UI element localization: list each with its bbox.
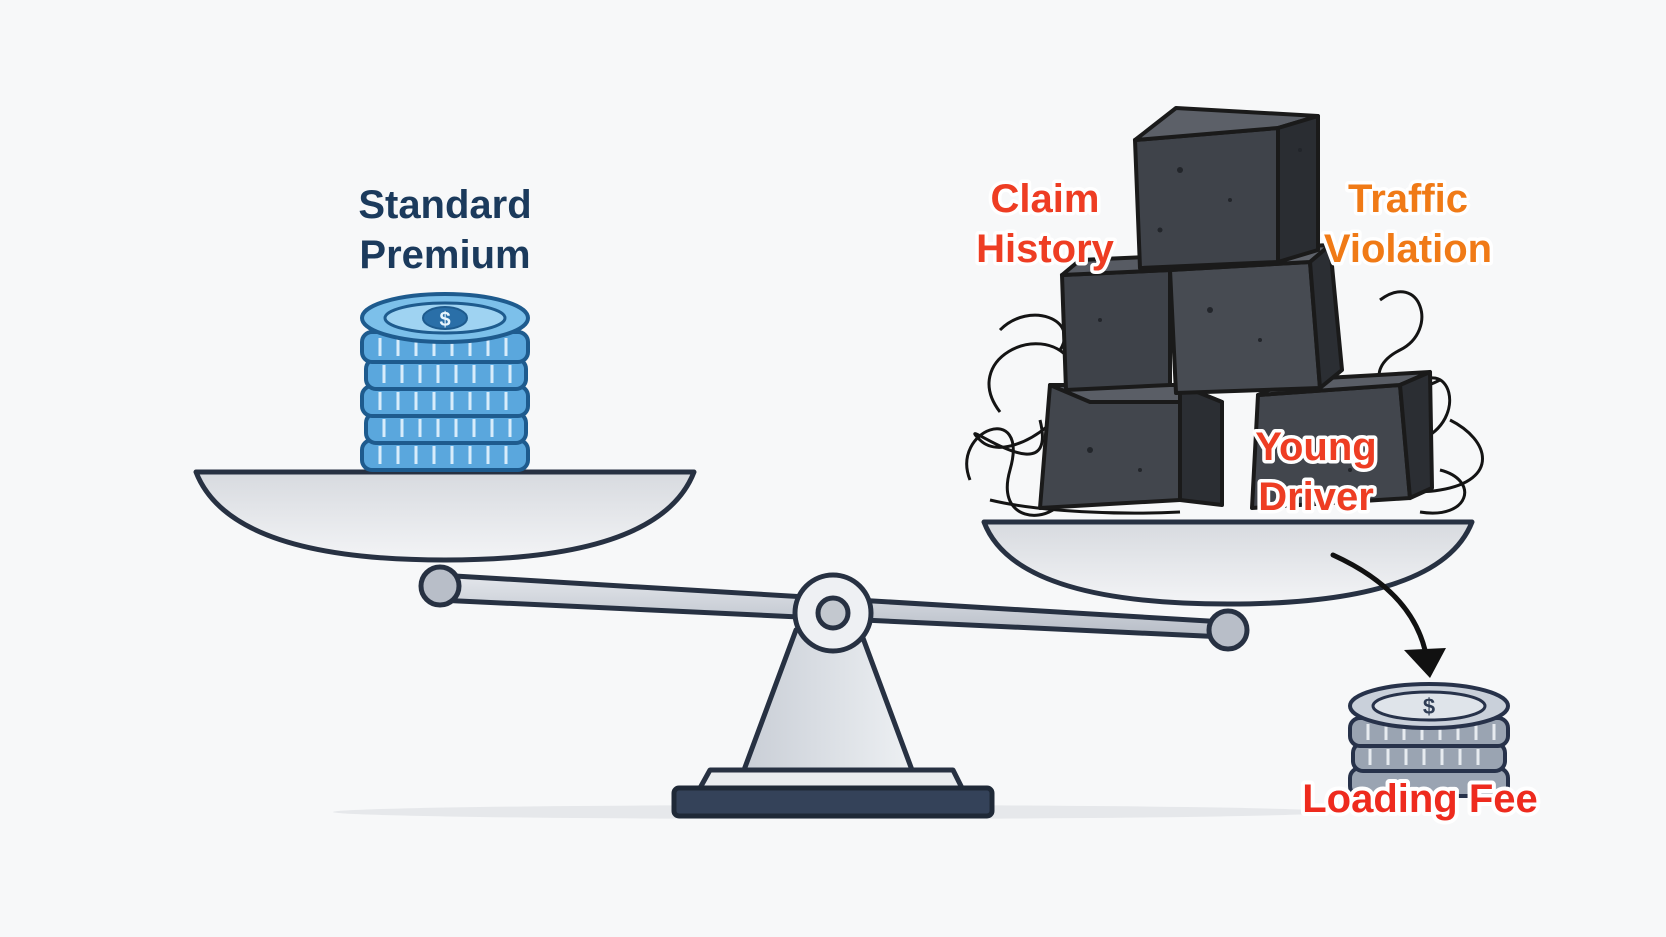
traffic-violation-label: Traffic Violation	[1320, 174, 1495, 275]
claim-history-line1: Claim	[991, 177, 1100, 221]
left-pan	[193, 469, 697, 563]
standard-premium-line2: Premium	[359, 233, 530, 277]
young-driver-label: Young Driver	[1252, 422, 1380, 523]
loading-fee-label: Loading Fee	[1298, 773, 1542, 825]
claim-history-label: Claim History	[973, 174, 1119, 275]
right-pan	[981, 519, 1475, 607]
traffic-violation-line2: Violation	[1324, 227, 1492, 271]
premium-coin-stack-icon: $	[360, 292, 530, 472]
young-driver-line1: Young	[1255, 425, 1376, 469]
risk-blocks-icon	[965, 106, 1484, 517]
loading-fee-text: Loading Fee	[1302, 777, 1538, 821]
scale-beam	[418, 564, 1250, 654]
claim-history-line2: History	[976, 227, 1115, 271]
fee-coin-stack-icon: $	[1348, 682, 1510, 798]
young-driver-line2: Driver	[1258, 475, 1374, 519]
dollar-symbol: $	[439, 309, 450, 331]
fee-dollar-symbol: $	[1423, 694, 1435, 719]
arrow-down-icon	[1330, 552, 1446, 678]
scale-stand	[671, 627, 995, 819]
standard-premium-label: Standard Premium	[358, 183, 531, 277]
traffic-violation-line1: Traffic	[1348, 177, 1468, 221]
standard-premium-line1: Standard	[358, 183, 531, 227]
